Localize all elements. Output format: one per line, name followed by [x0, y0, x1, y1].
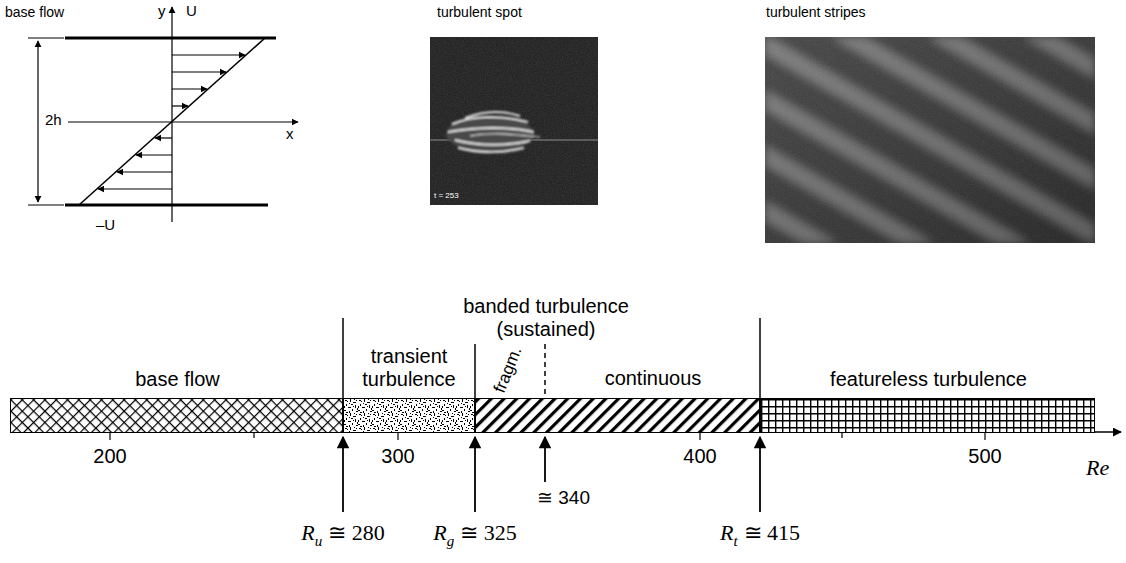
lower-plate: [65, 204, 268, 207]
spot-streak: [455, 140, 530, 145]
regime-heading: featureless turbulence: [761, 368, 1096, 391]
tick-label: 200: [93, 445, 126, 468]
spot-photo: [430, 37, 598, 205]
threshold-symbol: R: [301, 520, 314, 545]
photo-grain: [765, 37, 1095, 243]
velocity-profile: [79, 38, 265, 205]
tick-label: 300: [381, 445, 414, 468]
threshold-label: Ru≅ 280: [301, 520, 384, 545]
regime-band: banded turbulence (sustained)fragm.conti…: [475, 398, 760, 433]
tick-label: 500: [968, 445, 1001, 468]
regime-band: transient turbulence: [343, 398, 475, 433]
photo-grain: [430, 37, 598, 205]
stripe-pattern: [765, 37, 1095, 243]
axis-label: x: [286, 125, 294, 142]
threshold-subscript: u: [315, 533, 323, 550]
panel-title: turbulent spot: [437, 4, 522, 20]
velocity-label: –U: [96, 216, 115, 233]
axis-tick: [397, 433, 398, 440]
sub-regime-band: fragm.: [476, 399, 546, 431]
photo-timestamp: t = 253: [434, 191, 459, 200]
regime-band: featureless turbulence: [760, 398, 1095, 433]
threshold-subscript: g: [447, 533, 455, 550]
y-axis: [171, 7, 172, 222]
axis-tick: [109, 433, 110, 440]
threshold-arrow: [759, 437, 761, 512]
velocity-arrow: [172, 88, 207, 89]
band-pattern: [476, 399, 759, 432]
couette-sketch: [28, 7, 298, 222]
spot-streak: [448, 128, 534, 132]
velocity-arrow: [172, 71, 226, 72]
threshold-label: Rg≅ 325: [433, 520, 516, 545]
regime-divider: [544, 344, 546, 398]
threshold-symbol: R: [720, 520, 733, 545]
threshold-subscript: t: [733, 533, 737, 550]
velocity-arrow: [172, 54, 245, 55]
band-fill: [11, 399, 342, 432]
band-pattern: [761, 399, 1094, 432]
spot-streak: [458, 148, 524, 152]
axis-arrow: [1094, 431, 1121, 433]
regime-heading: base flow: [11, 368, 344, 391]
regime-divider: [474, 344, 476, 398]
threshold-value: ≅ 415: [744, 520, 801, 545]
regime-divider: [342, 318, 344, 398]
band-fill: [344, 399, 474, 432]
sub-regime-band: continuous: [546, 399, 760, 431]
axis-title: Re: [1086, 455, 1109, 480]
band-fill: [761, 399, 1094, 432]
band-fill: [476, 399, 759, 432]
velocity-arrow: [117, 171, 172, 172]
photo-shade: [765, 37, 1095, 243]
threshold-label: Rt≅ 415: [720, 520, 800, 545]
threshold-value: ≅ 325: [460, 520, 517, 545]
threshold-arrow: [342, 437, 344, 512]
spot-streak: [465, 112, 520, 118]
threshold-value: ≅ 340: [537, 487, 590, 509]
velocity-label: U: [186, 2, 197, 19]
regime-band: base flow: [10, 398, 343, 433]
threshold-arrow: [474, 437, 476, 512]
photo-ground: [765, 37, 1095, 243]
band-pattern: [344, 399, 474, 432]
stripes-photo: [765, 37, 1095, 243]
regime-divider: [759, 318, 761, 398]
photo-ground: [430, 37, 598, 205]
tick-label: 400: [683, 445, 716, 468]
velocity-arrow: [172, 105, 188, 106]
band-pattern: [11, 399, 342, 432]
axis-label: y: [158, 2, 166, 19]
panel-title: base flow: [5, 4, 64, 20]
regime-heading: fragm.: [487, 339, 528, 402]
regime-heading: continuous: [546, 367, 760, 390]
velocity-arrow: [98, 188, 172, 189]
extension-line: [28, 205, 64, 206]
panel-title: turbulent stripes: [766, 4, 866, 20]
velocity-arrow: [136, 154, 172, 155]
dimension-label: 2h: [45, 111, 62, 128]
threshold-arrow: [544, 437, 546, 482]
velocity-arrow: [155, 137, 172, 138]
dimension-arrow: [37, 41, 38, 202]
regime-heading: transient turbulence: [344, 345, 474, 391]
threshold-symbol: R: [433, 520, 446, 545]
upper-plate: [65, 37, 276, 40]
extension-line: [28, 38, 64, 39]
axis-tick: [253, 433, 254, 438]
axis-tick: [699, 433, 700, 440]
axis-tick: [984, 433, 985, 440]
axis-tick: [841, 433, 842, 438]
threshold-value: ≅ 280: [328, 520, 385, 545]
x-axis: [68, 121, 298, 122]
spot-streak: [452, 117, 528, 124]
regime-heading: banded turbulence (sustained): [446, 295, 646, 341]
spot-streak: [470, 134, 540, 137]
turbulent-spot: [446, 112, 540, 152]
